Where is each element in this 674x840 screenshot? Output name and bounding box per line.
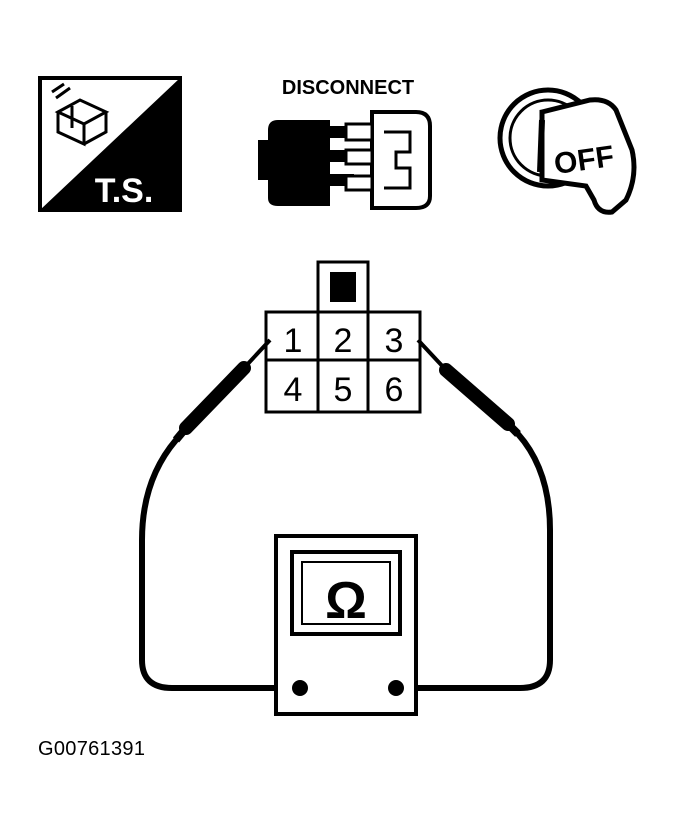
ignition-off-icon: OFF (497, 87, 637, 215)
right-test-lead (393, 338, 553, 691)
pin-label: 6 (385, 371, 404, 409)
figure-reference: G00761391 (38, 738, 146, 760)
pin-label: 1 (284, 322, 303, 360)
meter-terminal-right (388, 680, 404, 696)
disconnect-label: DISCONNECT (282, 77, 414, 99)
meter-terminal-left (292, 680, 308, 696)
troubleshooting-icon: T.S. (38, 76, 182, 212)
pin-label: 4 (284, 371, 303, 409)
connector-lock-tab (330, 272, 356, 302)
pin-label: 2 (334, 322, 353, 360)
disconnect-icon: DISCONNECT (258, 77, 432, 210)
left-test-lead (139, 338, 303, 691)
ohm-symbol: Ω (325, 572, 367, 630)
pin-label: 5 (334, 371, 353, 409)
connector-face: 1 2 3 4 5 6 (264, 260, 422, 414)
pin-label: 3 (385, 322, 404, 360)
troubleshoot-label: T.S. (95, 172, 154, 210)
ohmmeter: Ω (274, 534, 418, 716)
